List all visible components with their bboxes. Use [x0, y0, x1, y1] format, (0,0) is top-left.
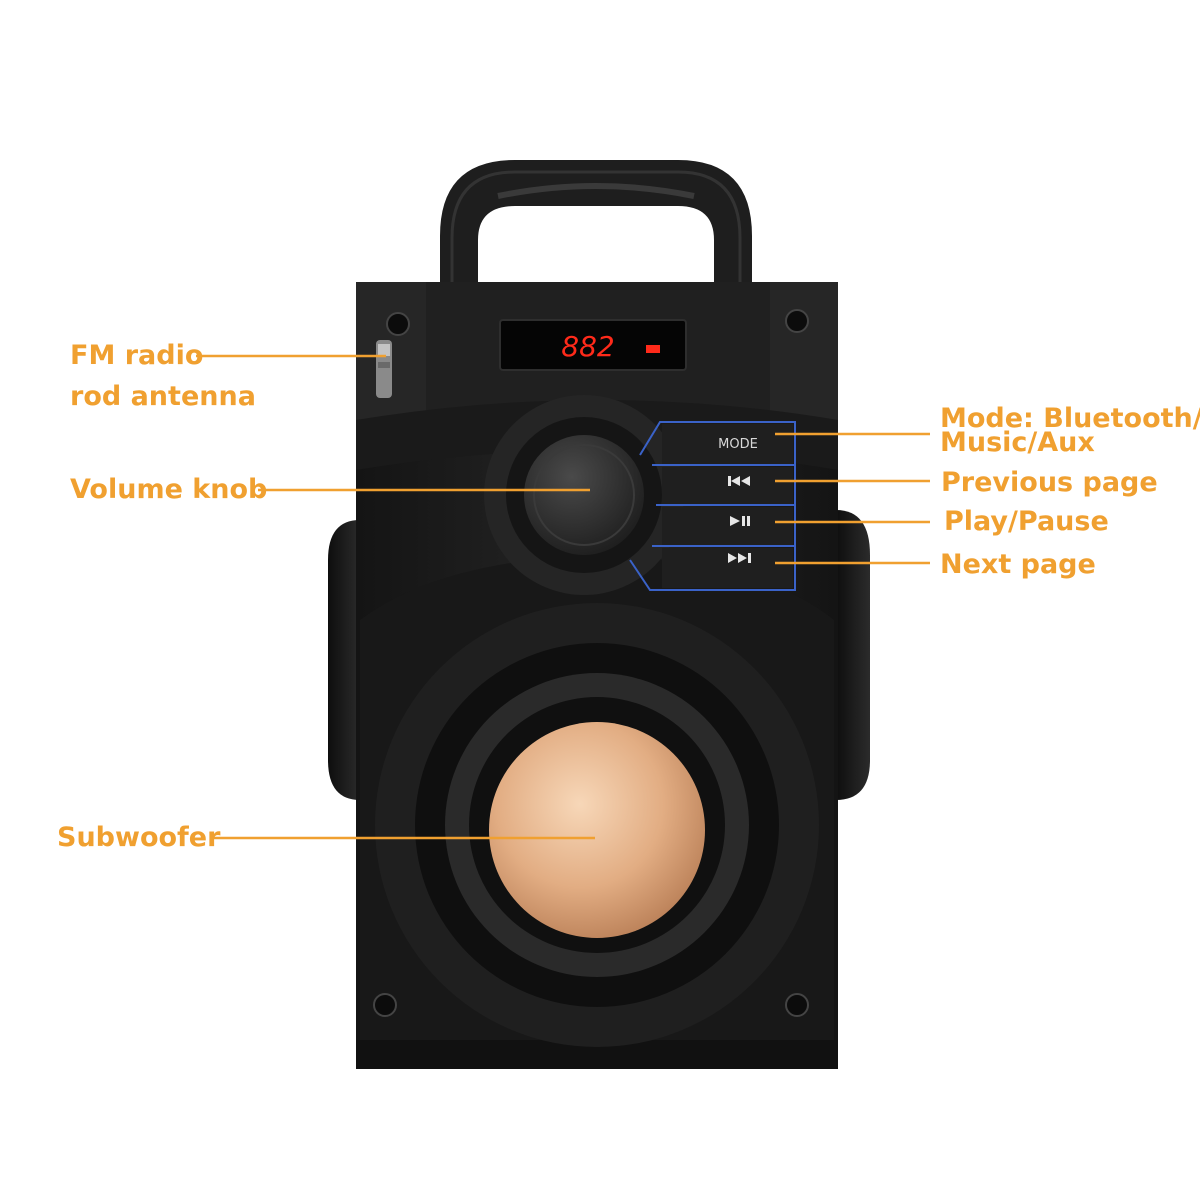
previous-track-icon: [728, 476, 750, 486]
mode-button[interactable]: MODE: [662, 424, 793, 464]
control-panel: [629, 421, 796, 591]
volume-knob[interactable]: [524, 435, 644, 555]
volume-knob-label: Volume knob: [70, 474, 268, 505]
fm-radio-label: FM radio: [70, 340, 204, 371]
screws: [373, 309, 809, 1017]
mode-label-line1: Mode: Bluetooth/: [940, 403, 1200, 434]
mode-button-label: MODE: [718, 437, 758, 452]
annotation-lines: [196, 354, 930, 840]
subwoofer: [375, 603, 819, 1047]
play-pause-icon: [730, 516, 750, 526]
play-pause-button[interactable]: [662, 507, 793, 545]
display-reading: 882: [561, 330, 614, 363]
next-button[interactable]: [662, 548, 793, 588]
play-pause-label: Play/Pause: [944, 506, 1109, 537]
previous-page-label: Previous page: [941, 467, 1158, 498]
mode-label-line2: Music/Aux: [940, 427, 1095, 458]
next-track-icon: [728, 553, 751, 563]
rod-antenna-label: rod antenna: [70, 381, 256, 412]
carry-handle: [440, 160, 752, 292]
next-page-label: Next page: [940, 549, 1096, 580]
side-grips: [328, 510, 870, 800]
subwoofer-label: Subwoofer: [57, 822, 221, 853]
fm-antenna: [376, 340, 392, 398]
led-display: 882: [499, 319, 687, 371]
previous-button[interactable]: [662, 467, 793, 504]
